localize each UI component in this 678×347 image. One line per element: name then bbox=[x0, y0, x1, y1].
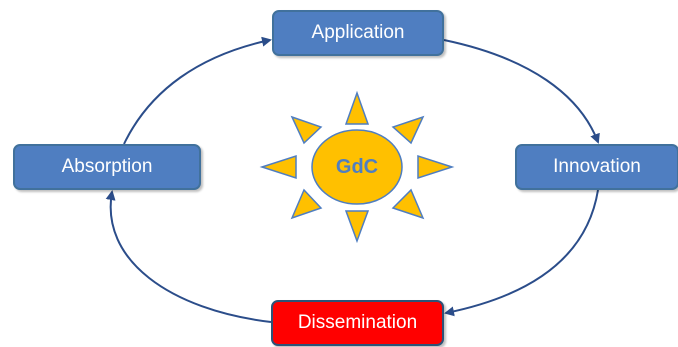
center-label: GdC bbox=[335, 155, 379, 178]
sun-ray-bottom-right bbox=[391, 188, 425, 220]
sun-ray-left bbox=[259, 154, 297, 180]
node-absorption: Absorption bbox=[13, 144, 201, 190]
arrow-dissemination-to-absorption bbox=[105, 190, 272, 323]
sun-ray-top-left bbox=[290, 115, 323, 145]
arrow-innovation-to-dissemination bbox=[444, 189, 599, 317]
node-dissemination: Dissemination bbox=[271, 300, 444, 346]
node-application: Application bbox=[272, 10, 444, 56]
sun-core bbox=[311, 129, 403, 205]
arrow-application-to-innovation bbox=[443, 39, 600, 144]
sun-icon bbox=[259, 90, 455, 244]
sun-ray-top bbox=[344, 90, 370, 125]
sun-ray-right bbox=[417, 154, 455, 180]
arrow-absorption-to-application bbox=[123, 36, 272, 145]
sun-ray-bottom bbox=[344, 210, 370, 244]
sun-ray-bottom-left bbox=[290, 188, 323, 220]
node-innovation: Innovation bbox=[515, 144, 678, 190]
sun-ray-top-right bbox=[391, 115, 425, 145]
